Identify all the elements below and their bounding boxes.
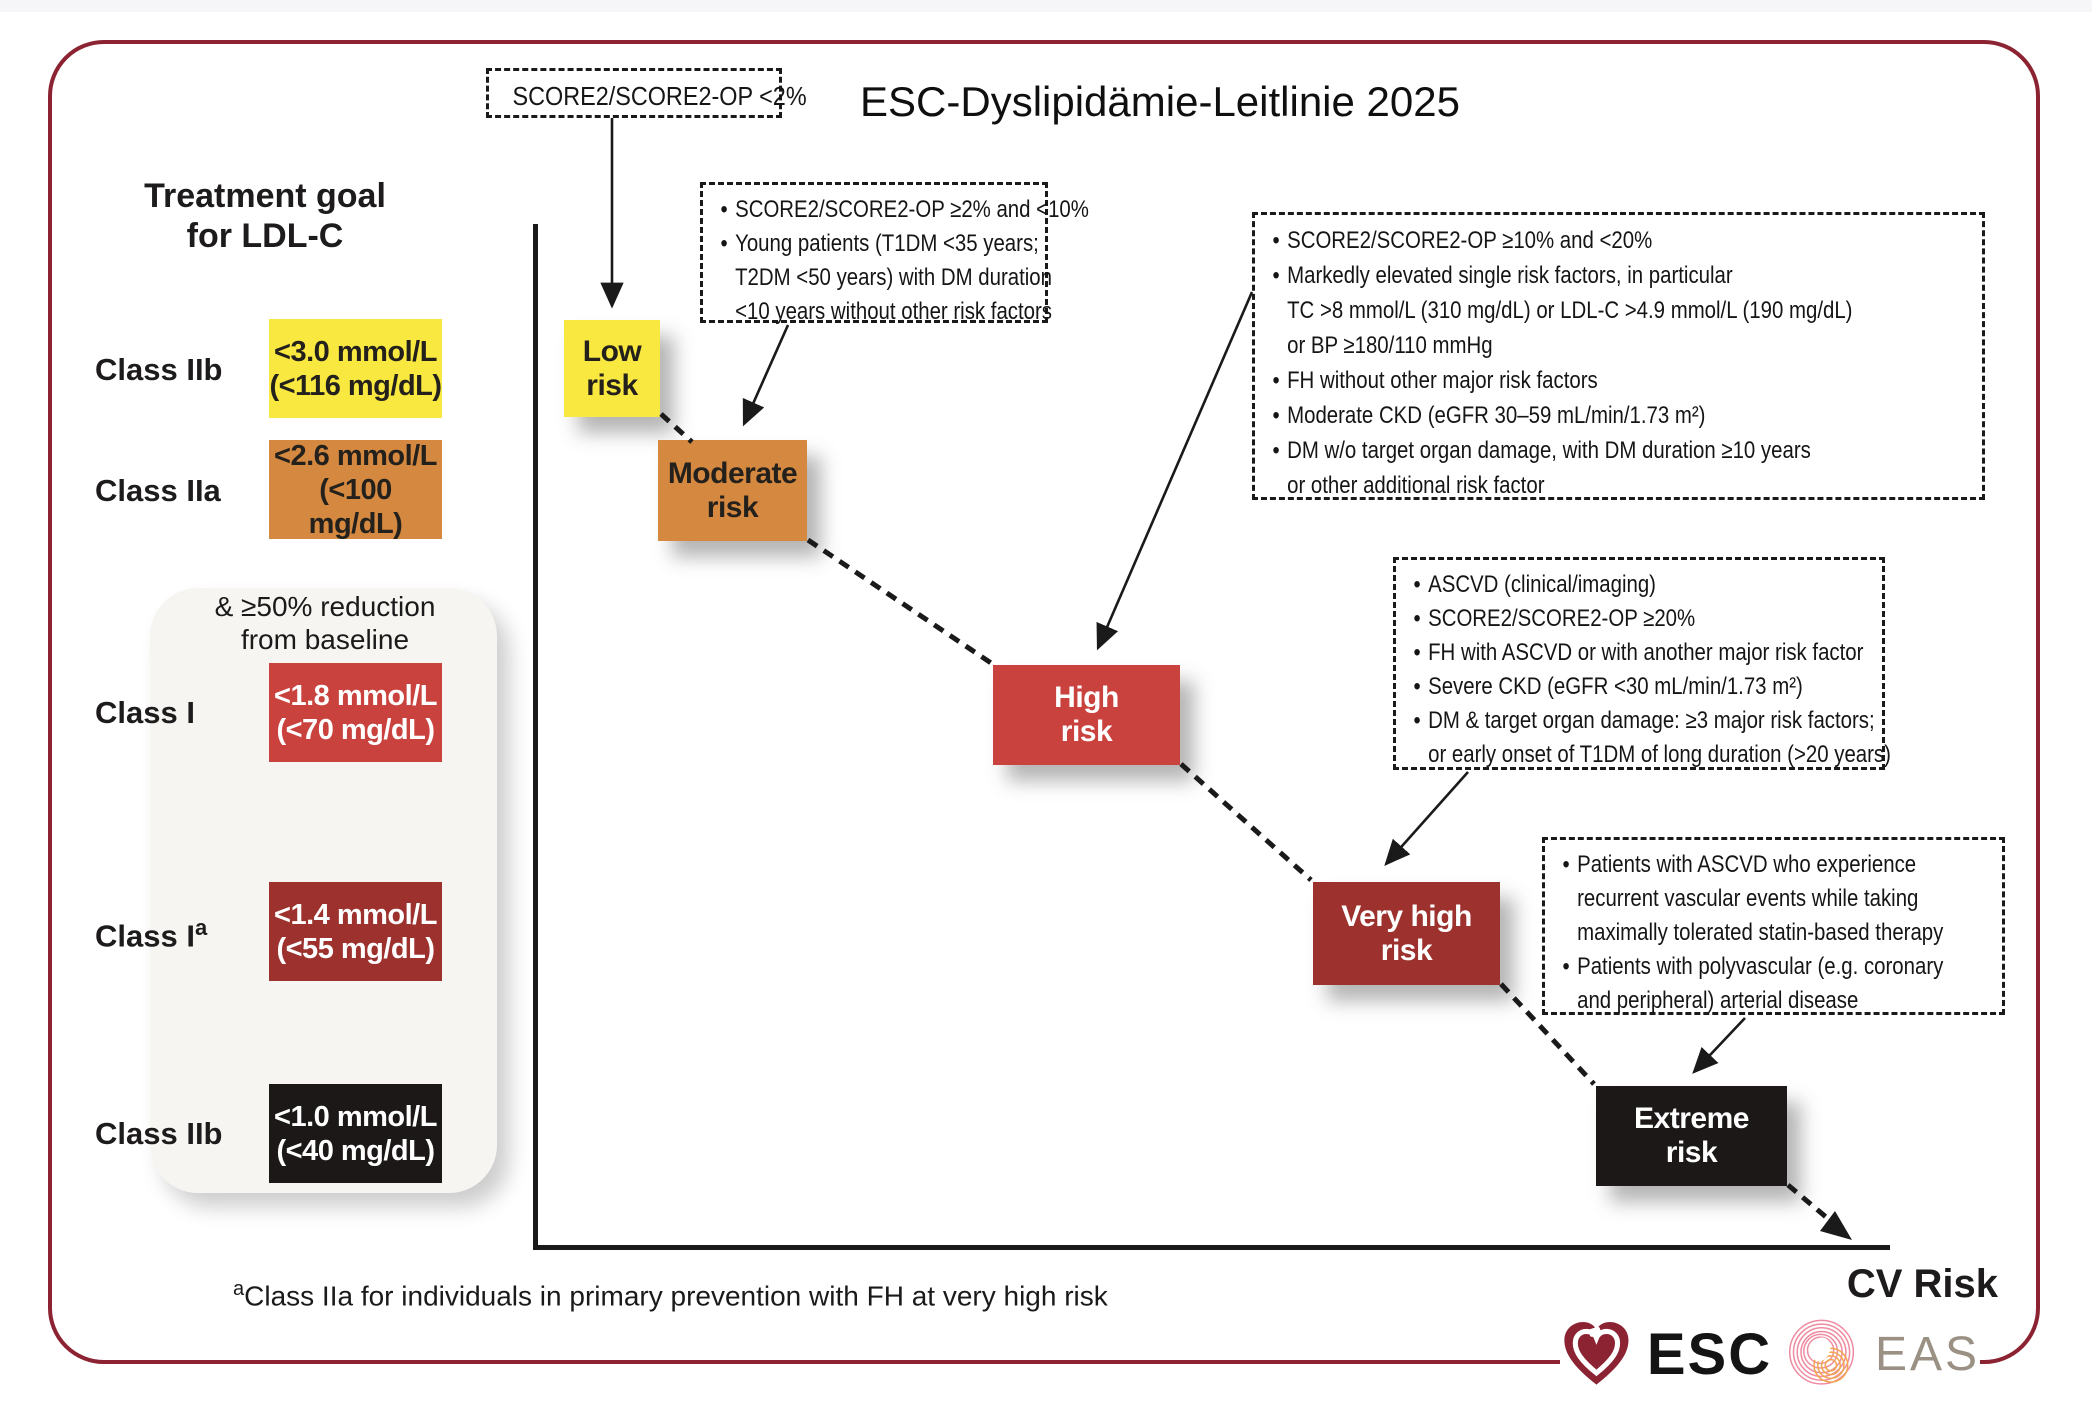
bullet-icon: • <box>720 230 728 257</box>
goal-box-maroon: <1.4 mmol/L (<55 mg/dL) <box>269 882 442 981</box>
reduction-note-line2: from baseline <box>240 624 410 655</box>
footnote: aClass IIa for individuals in primary pr… <box>233 1278 1108 1312</box>
y-axis-line <box>533 224 538 1250</box>
callout-extreme-risk: •Patients with ASCVD who experience recu… <box>1542 837 2005 1015</box>
esc-logo-text: ESC <box>1646 1321 1773 1387</box>
eas-logo-text: EAS <box>1874 1327 1980 1381</box>
callout-very-high-risk: •ASCVD (clinical/imaging) •SCORE2/SCORE2… <box>1393 557 1891 770</box>
bullet-icon: • <box>1272 262 1280 289</box>
bullet-icon: • <box>1272 402 1280 429</box>
bullet-icon: • <box>720 196 728 223</box>
goal-box-black: <1.0 mmol/L (<40 mg/dL) <box>269 1084 442 1183</box>
reduction-note: & ≥50% reduction from baseline <box>185 590 465 656</box>
risk-box-low: Low risk <box>564 320 660 417</box>
bullet-icon: • <box>1562 851 1570 878</box>
bullet-icon: • <box>1562 953 1570 980</box>
risk-box-very-high: Very high risk <box>1313 882 1500 985</box>
footnote-superscript: a <box>233 1278 245 1300</box>
treatment-goal-line2: for LDL-C <box>186 217 344 255</box>
class-label-i: Class I <box>95 695 195 730</box>
bullet-icon: • <box>1272 227 1280 254</box>
class-label-iib-bottom: Class IIb <box>95 1116 223 1151</box>
risk-box-extreme: Extreme risk <box>1596 1086 1787 1186</box>
risk-box-moderate: Moderate risk <box>658 440 807 541</box>
bullet-icon: • <box>1413 707 1421 734</box>
bullet-icon: • <box>1272 437 1280 464</box>
callout-high-risk: •SCORE2/SCORE2-OP ≥10% and <20% •Markedl… <box>1252 212 1985 500</box>
goal-box-orange: <2.6 mmol/L (<100 mg/dL) <box>269 440 442 540</box>
callout-low-risk-text: SCORE2/SCORE2-OP <2% <box>512 81 807 111</box>
class-label-iia: Class IIa <box>95 473 221 508</box>
goal-box-red: <1.8 mmol/L (<70 mg/dL) <box>269 663 442 762</box>
bullet-icon: • <box>1413 571 1421 598</box>
bullet-icon: • <box>1413 639 1421 666</box>
page-title: ESC-Dyslipidämie-Leitlinie 2025 <box>860 78 1460 125</box>
esc-heart-icon <box>1564 1321 1629 1385</box>
bullet-icon: • <box>1413 673 1421 700</box>
x-axis-label: CV Risk <box>1846 1262 1998 1306</box>
top-strip <box>0 0 2092 12</box>
reduction-note-line1: & ≥50% reduction <box>214 591 436 622</box>
logo-row: ESC EAS <box>1560 1308 1980 1400</box>
callout-moderate-risk: •SCORE2/SCORE2-OP ≥2% and <10% •Young pa… <box>700 182 1089 325</box>
goal-box-yellow: <3.0 mmol/L (<116 mg/dL) <box>269 319 442 418</box>
eas-logo-icon <box>1789 1319 1855 1385</box>
bullet-icon: • <box>1413 605 1421 632</box>
class-label-i-a: Class Ia <box>95 915 208 954</box>
risk-box-high: High risk <box>993 665 1180 765</box>
callout-low-risk: SCORE2/SCORE2-OP <2% <box>486 68 807 118</box>
treatment-goal-line1: Treatment goal <box>144 177 386 215</box>
treatment-goal-heading: Treatment goal for LDL-C <box>120 176 410 256</box>
x-axis-line <box>533 1245 1890 1250</box>
class-label-superscript: a <box>194 915 208 940</box>
bullet-icon: • <box>1272 367 1280 394</box>
class-label-iib-top: Class IIb <box>95 352 223 387</box>
